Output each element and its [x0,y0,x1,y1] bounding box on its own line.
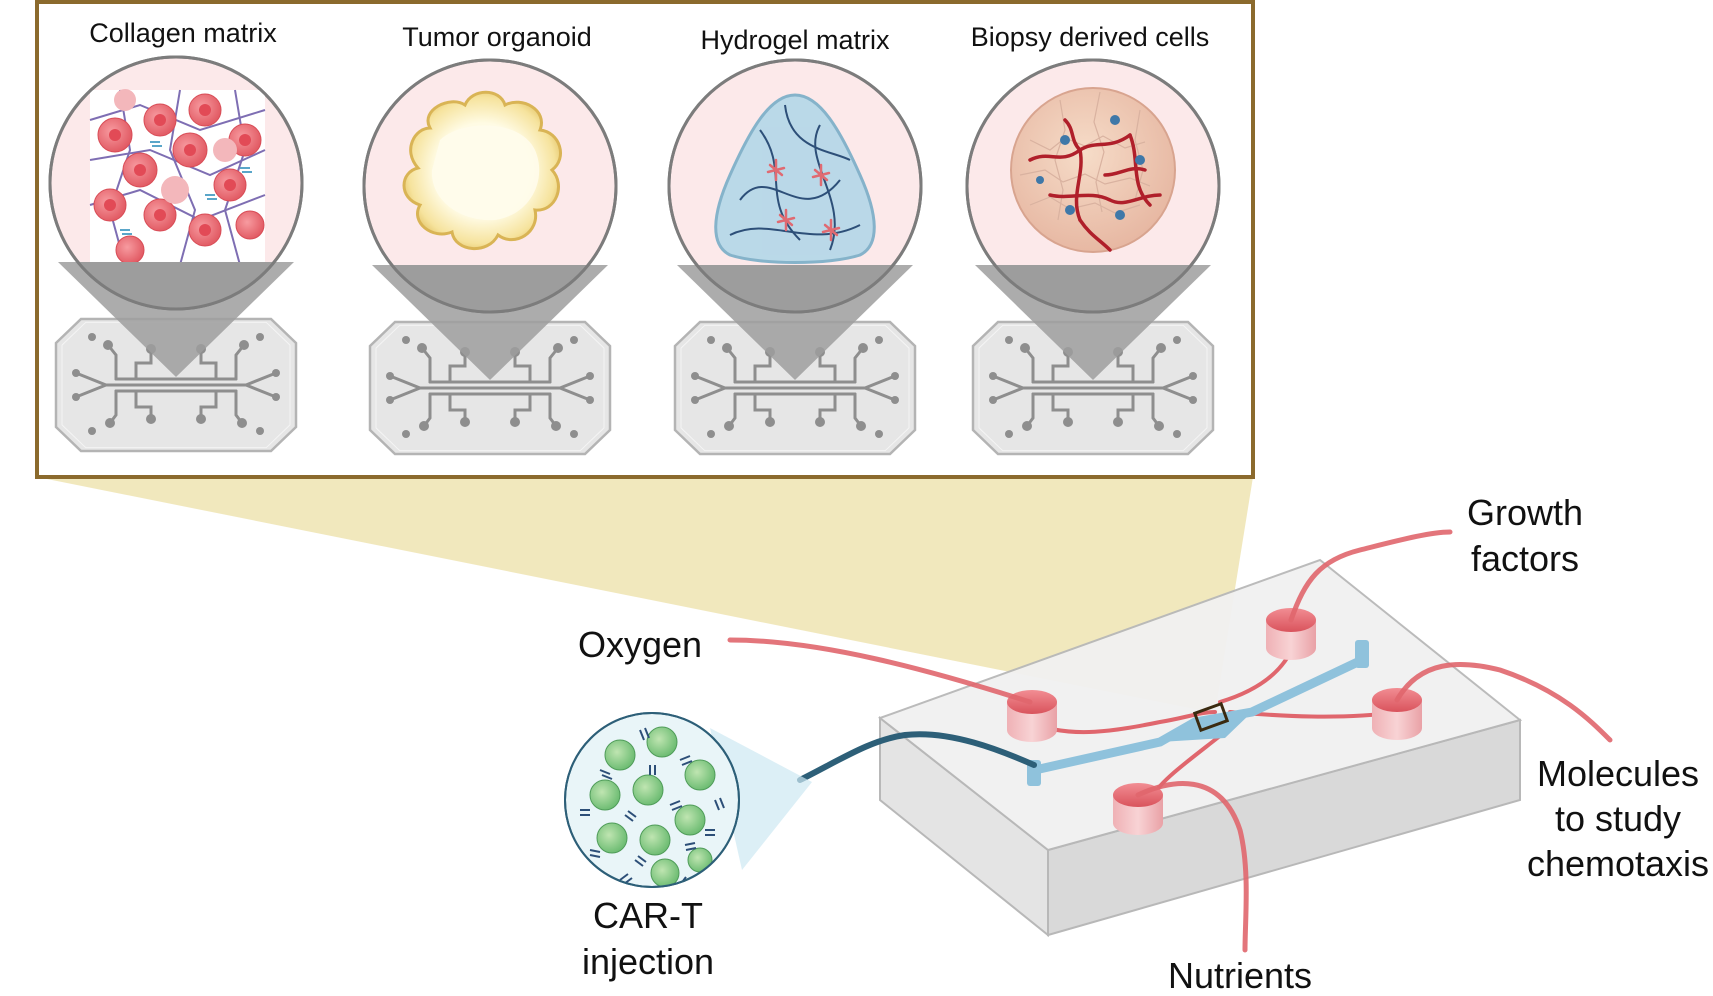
zoom-wedge [37,477,1253,713]
hydrogel-panel [667,58,923,456]
collagen-panel [48,55,304,453]
label-growth-line1: Growth [1467,492,1583,533]
reservoir-chemotaxis [1372,688,1422,740]
panel-title-tumor: Tumor organoid [402,22,592,52]
tumor-panel [362,58,618,456]
label-nutrients: Nutrients [1168,955,1312,996]
chip-zoom-box [1192,701,1230,733]
label-molecules-line2: to study [1555,798,1681,839]
panel-title-hydrogel: Hydrogel matrix [700,25,890,55]
cart-cells-icon [564,712,740,888]
label-molecules-line1: Molecules [1537,753,1699,794]
main-chip [877,558,1523,938]
external-tubes [727,529,1613,953]
label-cart-line1: CAR-T [593,895,703,936]
cart-zoom-cone [710,728,812,870]
panel-title-biopsy: Biopsy derived cells [971,22,1210,52]
label-molecules-line3: chemotaxis [1527,843,1709,884]
panel-title-collagen: Collagen matrix [89,18,277,48]
label-cart-line2: injection [582,941,714,982]
label-growth-line2: factors [1471,538,1579,579]
label-oxygen: Oxygen [578,624,702,665]
collagen-cells-icon [50,89,302,309]
biopsy-panel [965,58,1221,456]
reservoir-nutrients [1113,783,1163,835]
